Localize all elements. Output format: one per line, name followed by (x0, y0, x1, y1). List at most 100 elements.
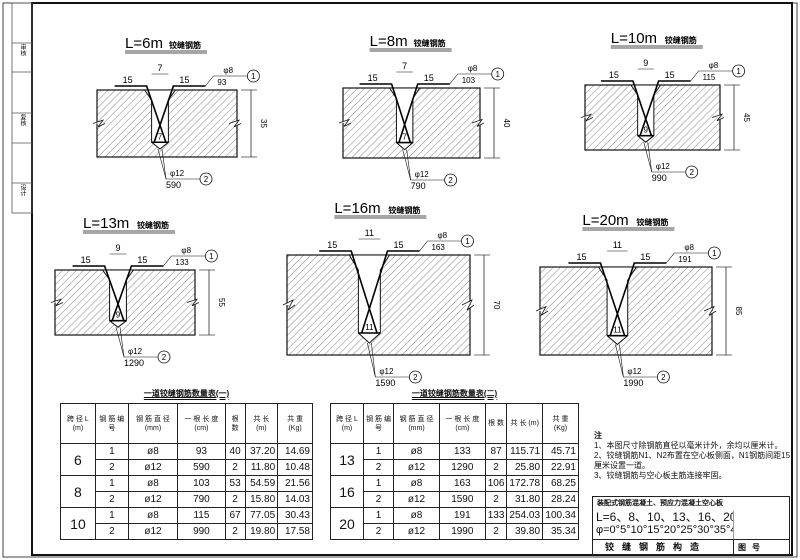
table-header-row: 跨 径 L (m)钢 筋 编 号钢 筋 直 径 (mm)一 根 长 度 (cm)… (60, 403, 313, 444)
bottom-gap-label: 11 (613, 326, 622, 335)
table-cell: 106 (484, 475, 508, 492)
signoff-design: 设计 (19, 183, 26, 197)
column-header: 钢 筋 编 号 (362, 403, 395, 444)
table-cell: ø8 (393, 443, 440, 460)
detail-title: L=6m (125, 35, 163, 52)
rebar-n1 (568, 262, 626, 336)
rebar-n1 (639, 80, 691, 136)
detail-title: L=13m (83, 215, 129, 232)
rebar-n1 (609, 262, 667, 336)
table-cell: ø8 (127, 507, 179, 524)
table-cell: ø8 (127, 475, 179, 492)
rebar-n1 (72, 265, 125, 321)
rebar-mark-1: 1 (712, 249, 717, 258)
table-cell: 22.91 (542, 459, 579, 476)
rebar-mark-1: 1 (465, 237, 470, 246)
rebar-mark-2: 2 (413, 373, 418, 382)
column-header: 共 长 (m) (506, 403, 544, 444)
table-cell: 2 (362, 523, 395, 540)
table-cell: 31.80 (506, 491, 544, 508)
detail-subtitle: 铰缝钢筋 (414, 38, 446, 48)
signoff-strip: 审核 复核 设计 (11, 2, 33, 214)
drawing-title-row: 铰缝钢筋构造 图号 (593, 539, 789, 555)
side-length-label: 15 (640, 252, 650, 262)
detail-title: L=10m (611, 30, 657, 47)
rebar-n2-diameter: φ12 (415, 170, 430, 179)
table-cell: ø12 (393, 523, 440, 540)
table-cell: 39.80 (506, 523, 544, 540)
table-cell: 103 (177, 475, 226, 492)
rebar-n1-length: 103 (462, 76, 476, 85)
column-header: 一 根 长 度 (cm) (177, 403, 226, 444)
rebar-n1 (600, 80, 653, 136)
rebar-mark-circle (707, 246, 721, 260)
span-cell: 16 (330, 475, 364, 508)
side-length-label: 15 (665, 70, 675, 80)
table-cell: 1 (362, 443, 395, 460)
table-cell: 37.20 (244, 443, 279, 460)
column-header: 根 数 (484, 403, 508, 444)
rebar-mark-2: 2 (448, 176, 453, 185)
table-cell: ø8 (127, 443, 179, 460)
table-cell: 115.71 (506, 443, 544, 460)
rebar-mark-circle (685, 165, 699, 179)
rebar-n2-diameter: φ12 (170, 169, 185, 178)
rebar-n2-length: 1990 (623, 378, 643, 388)
rebar-n1-diameter: φ8 (437, 231, 447, 240)
rebar-n1 (319, 250, 378, 334)
table-cell: 2 (362, 491, 395, 508)
side-length-label: 15 (179, 75, 189, 85)
rebar-mark-1: 1 (495, 70, 500, 79)
rebar-quantity-table-2: 一道铰缝钢筋数量表(二) 跨 径 L (m)钢 筋 编 号钢 筋 直 径 (mm… (330, 388, 579, 540)
bottom-gap-label: 9 (116, 311, 121, 320)
table-cell: 2 (224, 523, 246, 540)
rebar-n1-length: 93 (217, 78, 226, 87)
span-cell: 6 (60, 443, 96, 476)
table-cell: 68.25 (542, 475, 579, 492)
table-cell: 1 (94, 507, 129, 524)
detail-subtitle: 铰缝钢筋 (169, 40, 201, 50)
break-mark (703, 305, 717, 316)
gap-width-label: 9 (643, 58, 648, 68)
project-name: 装配式钢筋混凝土、预应力混凝土空心板 (597, 500, 723, 507)
rebar-n2-length: 1590 (375, 378, 395, 388)
rebar-mark-1: 1 (251, 72, 256, 81)
rebar-n2-diameter: φ12 (627, 367, 642, 376)
height-label: 85 (734, 307, 743, 316)
side-length-label: 15 (576, 252, 586, 262)
table-cell: 172.78 (506, 475, 544, 492)
title-block-side (733, 511, 789, 539)
table-cell: 17.58 (277, 523, 313, 540)
table-header-row: 跨 径 L (m)钢 筋 编 号钢 筋 直 径 (mm)一 根 长 度 (cm)… (330, 403, 579, 444)
rebar-n1-length: 133 (175, 258, 189, 267)
rebar-mark-2: 2 (204, 175, 209, 184)
notes-heading: 注 (594, 431, 602, 440)
table-cell: 2 (94, 459, 129, 476)
table-cell: 25.80 (506, 459, 544, 476)
leader-n1 (205, 75, 248, 87)
span-cell: 13 (330, 443, 364, 476)
table-cell: ø12 (127, 491, 179, 508)
leader-n1 (666, 252, 709, 264)
span-list: L=6、8、10、13、16、20m (596, 511, 733, 524)
break-mark (50, 298, 64, 307)
table-cell: 163 (438, 475, 486, 492)
break-mark (92, 119, 106, 128)
table-cell: 1590 (438, 491, 486, 508)
height-label: 35 (259, 119, 268, 128)
break-mark (338, 118, 352, 127)
height-label: 70 (492, 301, 501, 310)
column-header: 跨 径 L (m) (60, 403, 96, 444)
rebar-mark-circle (657, 370, 670, 384)
table-cell: 54.59 (244, 475, 279, 492)
table-cell: 14.03 (277, 491, 313, 508)
leader-n2 (619, 344, 624, 378)
table-cell: ø12 (127, 459, 179, 476)
table-cell: 77.05 (244, 507, 279, 524)
table-cell: 1 (94, 443, 129, 460)
